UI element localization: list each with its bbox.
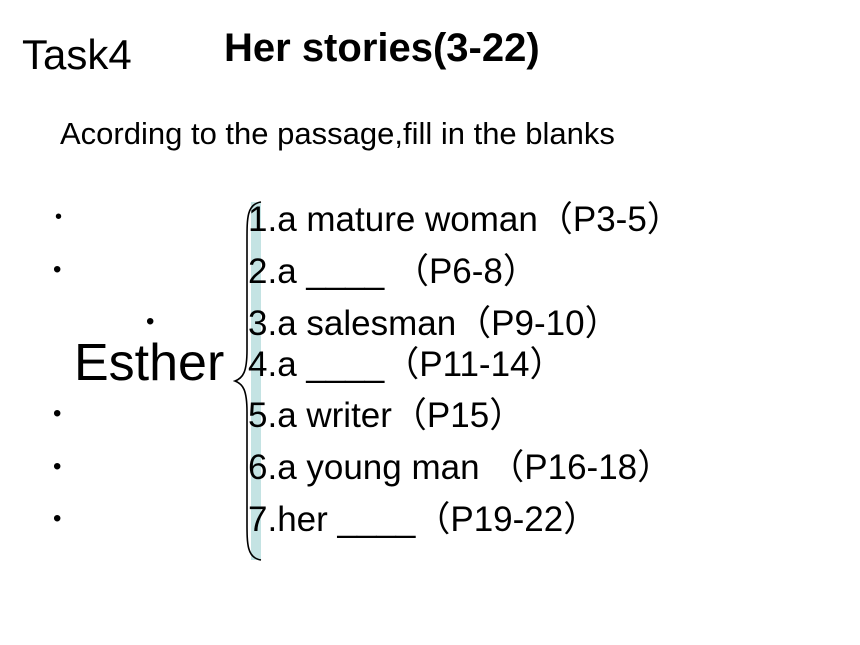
bullet-3: •	[146, 308, 155, 335]
list-item-1: 1.a mature woman（P3-5）	[248, 200, 682, 239]
list-item-2: 2.a ____ （P6-8）	[248, 252, 538, 291]
bullet-7: •	[53, 505, 62, 532]
list-item-7: 7.her ____（P19-22）	[248, 500, 599, 539]
list-item-5: 5.a writer（P15）	[248, 396, 525, 435]
bullet-6: •	[53, 453, 62, 480]
bullet-5: •	[53, 400, 62, 427]
page-title: Her stories(3-22)	[224, 26, 540, 70]
list-item-3: 3.a salesman（P9-10）	[248, 304, 620, 343]
list-item-6: 6.a young man （P16-18）	[248, 448, 673, 487]
list-item-4: 4.a ____（P11-14）	[248, 345, 565, 384]
instruction-text: Acording to the passage,fill in the blan…	[60, 116, 615, 151]
brace-highlight	[251, 202, 261, 560]
subject-name: Esther	[74, 334, 225, 392]
bullet-1: •	[55, 206, 63, 228]
left-brace-icon	[233, 201, 262, 561]
bullet-2: •	[53, 256, 62, 283]
task-label: Task4	[22, 31, 132, 78]
